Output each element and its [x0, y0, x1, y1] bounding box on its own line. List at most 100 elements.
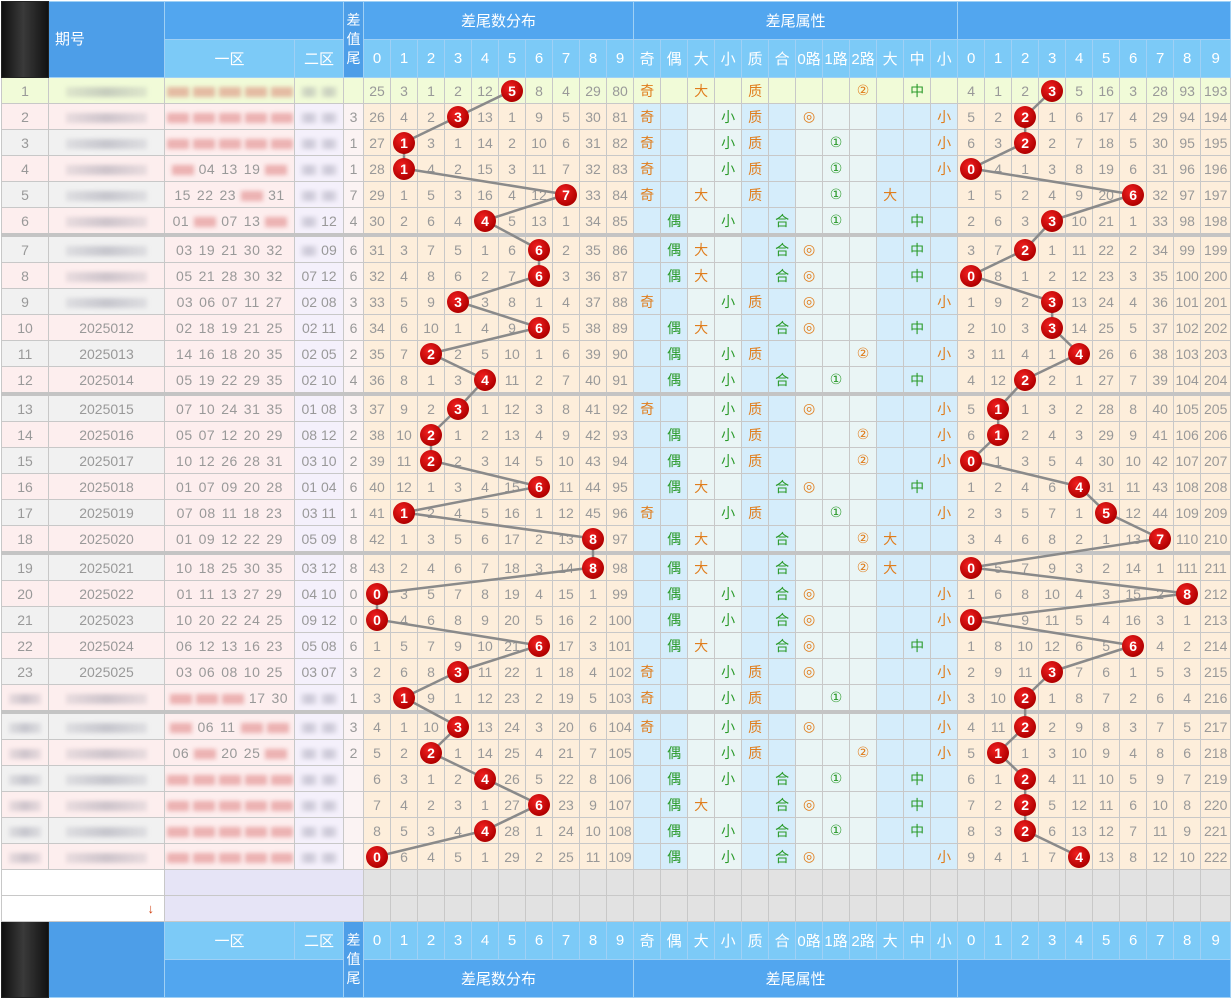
header-dist-digit-4[interactable]: 4 [471, 39, 499, 78]
header-tail-digit-4[interactable]: 4 [1065, 39, 1094, 78]
footer-dist-digit-8[interactable]: 8 [579, 921, 607, 960]
header-tail-digit-1[interactable]: 1 [984, 39, 1013, 78]
footer-zone2[interactable]: 二区 [294, 921, 344, 960]
footer-tail-digit-3[interactable]: 3 [1038, 921, 1067, 960]
footer-tail-digit-2[interactable]: 2 [1011, 921, 1040, 960]
footer-attr-label-7[interactable]: 1路 [822, 921, 851, 960]
header-tail-digit-3[interactable]: 3 [1038, 39, 1067, 78]
header-tail-digit-5[interactable]: 5 [1092, 39, 1121, 78]
footer-dist-digit-5[interactable]: 5 [498, 921, 526, 960]
header-attr-label-6[interactable]: 0路 [795, 39, 824, 78]
header-attr-label-8[interactable]: 2路 [849, 39, 878, 78]
header-dist-digit-9[interactable]: 9 [605, 39, 635, 78]
header-attr-label-11[interactable]: 小 [930, 39, 959, 78]
footer-dist-digit-3[interactable]: 3 [444, 921, 472, 960]
footer-dist-digit-6[interactable]: 6 [525, 921, 553, 960]
header-dist-digit-5[interactable]: 5 [498, 39, 526, 78]
header-dist-digit-6[interactable]: 6 [525, 39, 553, 78]
footer-attr-label-10[interactable]: 中 [903, 921, 932, 960]
header-dist-digit-3[interactable]: 3 [444, 39, 472, 78]
footer-tail-digit-4[interactable]: 4 [1065, 921, 1094, 960]
header-dist-digit-0[interactable]: 0 [363, 39, 391, 78]
header-dist-digit-2[interactable]: 2 [417, 39, 445, 78]
footer-attr-label-8[interactable]: 2路 [849, 921, 878, 960]
header-dist-digit-1[interactable]: 1 [390, 39, 418, 78]
footer-tail-digit-9[interactable]: 9 [1200, 921, 1231, 960]
zone1-header[interactable]: 一区 [164, 39, 295, 78]
header-tail-digit-9[interactable]: 9 [1200, 39, 1231, 78]
footer-attr-label-0[interactable]: 奇 [633, 921, 662, 960]
header-dist-digit-7[interactable]: 7 [552, 39, 580, 78]
header-attr-label-10[interactable]: 中 [903, 39, 932, 78]
header-attr-label-5[interactable]: 合 [768, 39, 797, 78]
header-tail-digit-0[interactable]: 0 [957, 39, 986, 78]
zone2-header[interactable]: 二区 [294, 39, 344, 78]
diff-tail-header[interactable]: 差值尾 [343, 1, 364, 78]
footer-dist-digit-7[interactable]: 7 [552, 921, 580, 960]
footer-diff-tail[interactable]: 差值尾 [343, 921, 364, 998]
period-header[interactable]: 期号 [48, 1, 165, 78]
header-attr-label-9[interactable]: 大 [876, 39, 905, 78]
footer-tail-digit-1[interactable]: 1 [984, 921, 1013, 960]
header-attr-label-0[interactable]: 奇 [633, 39, 662, 78]
footer-dist-digit-2[interactable]: 2 [417, 921, 445, 960]
header-tail-digit-6[interactable]: 6 [1119, 39, 1148, 78]
header-attr-label-2[interactable]: 大 [687, 39, 716, 78]
footer-attr-label-9[interactable]: 大 [876, 921, 905, 960]
header-attr-label-7[interactable]: 1路 [822, 39, 851, 78]
footer-dist-digit-9[interactable]: 9 [605, 921, 635, 960]
header-tail-digit-7[interactable]: 7 [1146, 39, 1175, 78]
arrow-down-icon[interactable]: ↓ [147, 901, 155, 916]
footer-tail-digit-6[interactable]: 6 [1119, 921, 1148, 960]
header-attr-label-4[interactable]: 质 [741, 39, 770, 78]
header-dist-digit-8[interactable]: 8 [579, 39, 607, 78]
footer-tail-digit-0[interactable]: 0 [957, 921, 986, 960]
header-tail-digit-8[interactable]: 8 [1173, 39, 1202, 78]
footer-attr-label-11[interactable]: 小 [930, 921, 959, 960]
footer-dist-digit-0[interactable]: 0 [363, 921, 391, 960]
footer-attr-label-4[interactable]: 质 [741, 921, 770, 960]
footer-tail-digit-5[interactable]: 5 [1092, 921, 1121, 960]
footer-zone1[interactable]: 一区 [164, 921, 295, 960]
footer-attr-label-3[interactable]: 小 [714, 921, 743, 960]
footer-attr-label-5[interactable]: 合 [768, 921, 797, 960]
footer-dist-digit-1[interactable]: 1 [390, 921, 418, 960]
header-tail-digit-2[interactable]: 2 [1011, 39, 1040, 78]
footer-tail-digit-7[interactable]: 7 [1146, 921, 1175, 960]
footer-tail-digit-8[interactable]: 8 [1173, 921, 1202, 960]
header-attr-label-1[interactable]: 偶 [660, 39, 689, 78]
footer-attr-label-2[interactable]: 大 [687, 921, 716, 960]
footer-dist-digit-4[interactable]: 4 [471, 921, 499, 960]
footer-attr-label-1[interactable]: 偶 [660, 921, 689, 960]
